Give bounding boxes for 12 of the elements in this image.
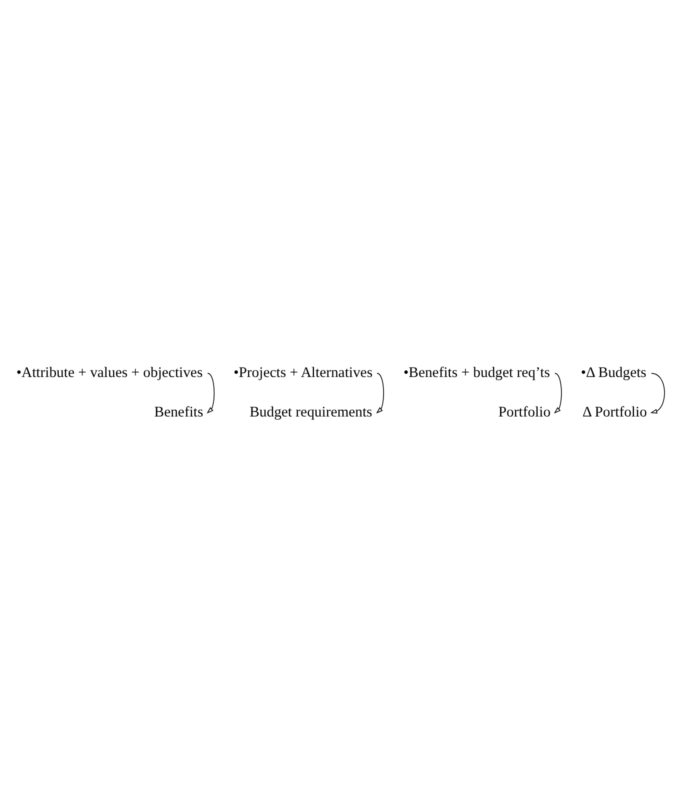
node-text: •Δ Budgets	[580, 364, 646, 381]
arrow	[650, 372, 665, 414]
arrow	[554, 372, 562, 414]
node-text: Budget requirements	[250, 404, 372, 420]
node-text: •Attribute + values + objectives	[16, 364, 203, 381]
arrow	[206, 372, 215, 414]
node-text: Benefits	[154, 404, 204, 420]
node-text: Δ Portfolio	[582, 404, 647, 420]
arrow	[376, 372, 384, 414]
node-text: •Benefits + budget req’ts	[404, 364, 550, 381]
node-text: Portfolio	[498, 404, 551, 420]
node-text: •Projects + Alternatives	[234, 364, 373, 381]
